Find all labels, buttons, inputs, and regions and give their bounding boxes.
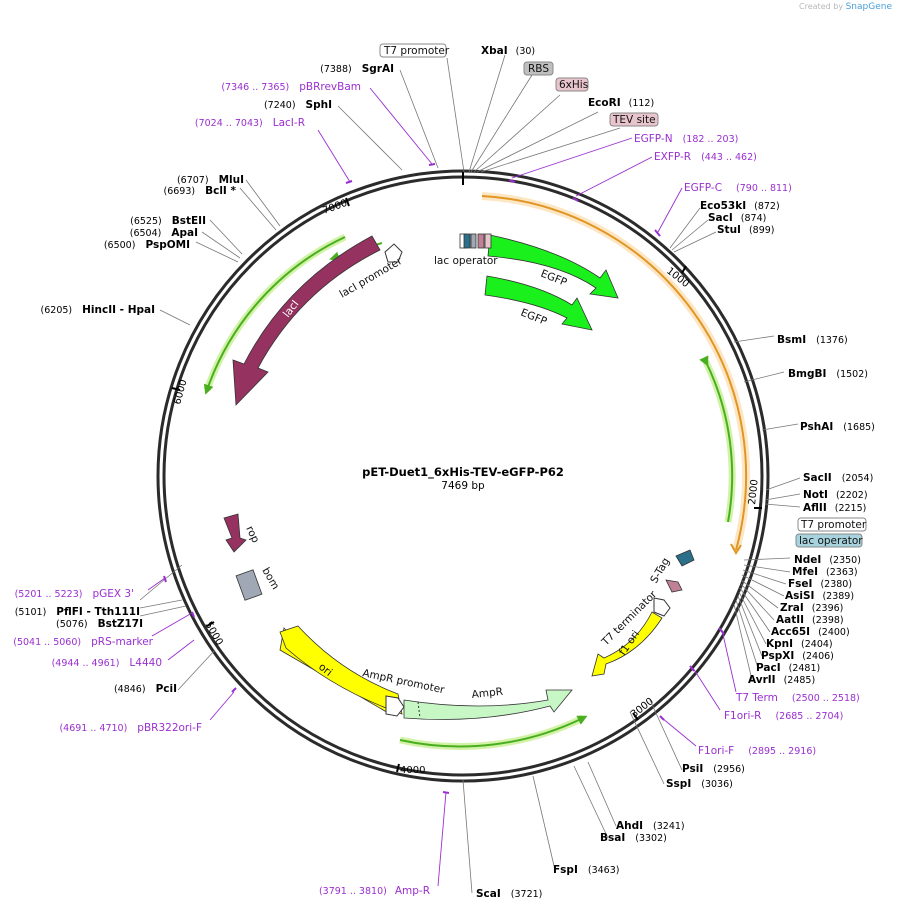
enzyme-pflfi-tth111i: (5101)PflFI - Tth111I	[15, 606, 140, 618]
primer-exfp-r: EXFP-R(443 .. 462)	[654, 151, 757, 163]
svg-text:T7 promoter: T7 promoter	[383, 45, 450, 57]
primer-amp-r: (3791 .. 3810)Amp-R	[319, 885, 430, 897]
enzyme-xbai: XbaI(30)	[481, 45, 535, 57]
boxed-feature-lac-operator: lac operator	[795, 533, 863, 548]
boxed-feature-6xhis: 6xHis	[555, 77, 589, 92]
egfp-2-label: EGFP	[519, 307, 549, 328]
enzyme-fsei: FseI(2380)	[788, 578, 852, 590]
enzyme-bsai: BsaI(3302)	[600, 832, 667, 844]
enzyme-psii: PsiI(2956)	[682, 763, 745, 775]
rop-label: rop	[243, 524, 261, 545]
enzyme-eco53ki: Eco53kI(872)	[700, 200, 780, 212]
tick-7000: 7000	[321, 198, 349, 217]
enzyme-leaders	[139, 54, 801, 894]
boxed-feature-rbs: RBS	[523, 61, 554, 76]
enzyme-asisi: AsiSI(2389)	[785, 590, 854, 602]
enzyme-bcli: (6693)BclI *	[164, 185, 237, 197]
enzyme-aatii: AatII(2398)	[776, 614, 844, 626]
enzyme-noti: NotI(2202)	[803, 489, 868, 501]
enzyme-kpni: KpnI(2404)	[766, 638, 833, 650]
svg-text:lac operator: lac operator	[799, 535, 863, 547]
lac-operator-label: lac operator	[434, 255, 498, 267]
tick-5000: 5000	[202, 620, 224, 648]
boxed-feature-tev-site: TEV site	[609, 112, 659, 127]
primer-egfp-c: EGFP-C(790 .. 811)	[684, 182, 792, 194]
enzyme-saci: SacI(874)	[708, 212, 766, 224]
plasmid-name: pET-Duet1_6xHis-TEV-eGFP-P62	[362, 465, 564, 480]
primer-t7-term: T7 Term(2500 .. 2518)	[735, 692, 860, 704]
enzyme-zrai: ZraI(2396)	[780, 602, 843, 614]
enzyme-pcii: (4846)PciI	[114, 683, 177, 695]
plasmid-length: 7469 bp	[441, 480, 485, 492]
primer-egfp-n: EGFP-N(182 .. 203)	[634, 133, 738, 145]
rop-arrow: rop	[223, 513, 262, 553]
enzyme-ndei: NdeI(2350)	[794, 554, 861, 566]
orf-ampr-arc	[399, 714, 585, 750]
enzyme-pshai: PshAI(1685)	[800, 421, 875, 433]
tick-4000: 4000	[400, 765, 425, 776]
enzyme-labels: XbaI(30) EcoRI(112) Eco53kI(872) SacI(87…	[15, 45, 875, 900]
primer-f1ori-f: F1ori-F(2895 .. 2916)	[698, 745, 816, 757]
enzyme-ahdi: AhdI(3241)	[616, 820, 685, 832]
primer-f1ori-r: F1ori-R(2685 .. 2704)	[724, 710, 843, 722]
primer-leaders	[147, 87, 737, 887]
enzyme-acc65i: Acc65I(2400)	[771, 626, 850, 638]
tick-2000: 2000	[747, 479, 761, 505]
primer-prs-marker: (5041 .. 5060)pRS-marker	[13, 636, 153, 648]
tick-6000: 6000	[172, 378, 189, 405]
primer-laci-r: (7024 .. 7043)LacI-R	[195, 117, 305, 129]
tick-marks	[171, 172, 762, 773]
primer-pbrrevbam: (7346 .. 7365)pBRrevBam	[221, 81, 361, 93]
enzyme-pspomi: (6500)PspOMI	[104, 239, 190, 251]
enzyme-paci: PacI(2481)	[756, 662, 820, 674]
orf-laci-arc	[203, 233, 347, 392]
enzyme-mlui: (6707)MluI	[177, 174, 244, 186]
primer-pgex-3: (5201 .. 5223)pGEX 3'	[15, 588, 134, 600]
svg-text:T7 promoter: T7 promoter	[800, 519, 867, 531]
enzyme-sspi: SspI(3036)	[666, 778, 733, 790]
egfp-arrow-2: EGFP	[484, 275, 593, 331]
enzyme-bsteii: (6525)BstEII	[130, 215, 206, 227]
enzyme-apai: (6504)ApaI	[130, 227, 198, 239]
enzyme-bmgbi: BmgBI(1502)	[788, 368, 868, 380]
primer-pbr322ori-f: (4691 .. 4710)pBR322ori-F	[59, 722, 202, 734]
bom-label: bom	[259, 566, 281, 592]
primer-labels: EGFP-N(182 .. 203) EXFP-R(443 .. 462) EG…	[13, 81, 860, 897]
primer-markers	[163, 163, 725, 794]
enzyme-bstz17i: (5076)BstZ17I	[56, 618, 143, 630]
enzyme-scai: ScaI(3721)	[476, 888, 542, 900]
snapgene-credit: Created by SnapGene	[799, 2, 892, 12]
svg-text:TEV site: TEV site	[612, 114, 656, 126]
ampr-arrow: AmpR	[403, 686, 573, 720]
lac-operator-cluster: lac operator	[434, 233, 498, 267]
enzyme-sacii: SacII(2054)	[803, 472, 873, 484]
enzyme-avrii: AvrII(2485)	[748, 674, 815, 686]
enzyme-hincii-hpai: (6205)HincII - HpaI	[41, 304, 155, 316]
enzyme-fspi: FspI(3463)	[553, 864, 619, 876]
svg-text:RBS: RBS	[528, 63, 549, 75]
svg-text:6xHis: 6xHis	[559, 79, 588, 91]
boxed-feature-t7-promoter-right: T7 promoter	[797, 517, 867, 532]
credit-prefix: Created by	[799, 2, 844, 11]
enzyme-ecori: EcoRI(112)	[588, 97, 654, 109]
primer-l4440: (4944 .. 4961)L4440	[52, 657, 162, 669]
ampr-label: AmpR	[471, 686, 503, 701]
snapgene-logo: SnapGene	[845, 2, 892, 12]
enzyme-sgrai: (7388)SgrAI	[320, 63, 394, 75]
enzyme-bsmi: BsmI(1376)	[777, 334, 848, 346]
enzyme-stui: StuI(899)	[717, 224, 775, 236]
enzyme-mfei: MfeI(2363)	[792, 566, 858, 578]
enzyme-aflii: AflII(2215)	[803, 502, 866, 514]
bom-box: bom	[235, 566, 281, 601]
s-tag: S-Tag	[648, 549, 695, 593]
enzyme-pspxi: PspXI(2406)	[761, 650, 834, 662]
enzyme-sphi: (7240)SphI	[264, 99, 332, 111]
boxed-feature-t7-promoter-top: T7 promoter	[379, 43, 450, 58]
ori-arrow: ori	[279, 625, 403, 715]
